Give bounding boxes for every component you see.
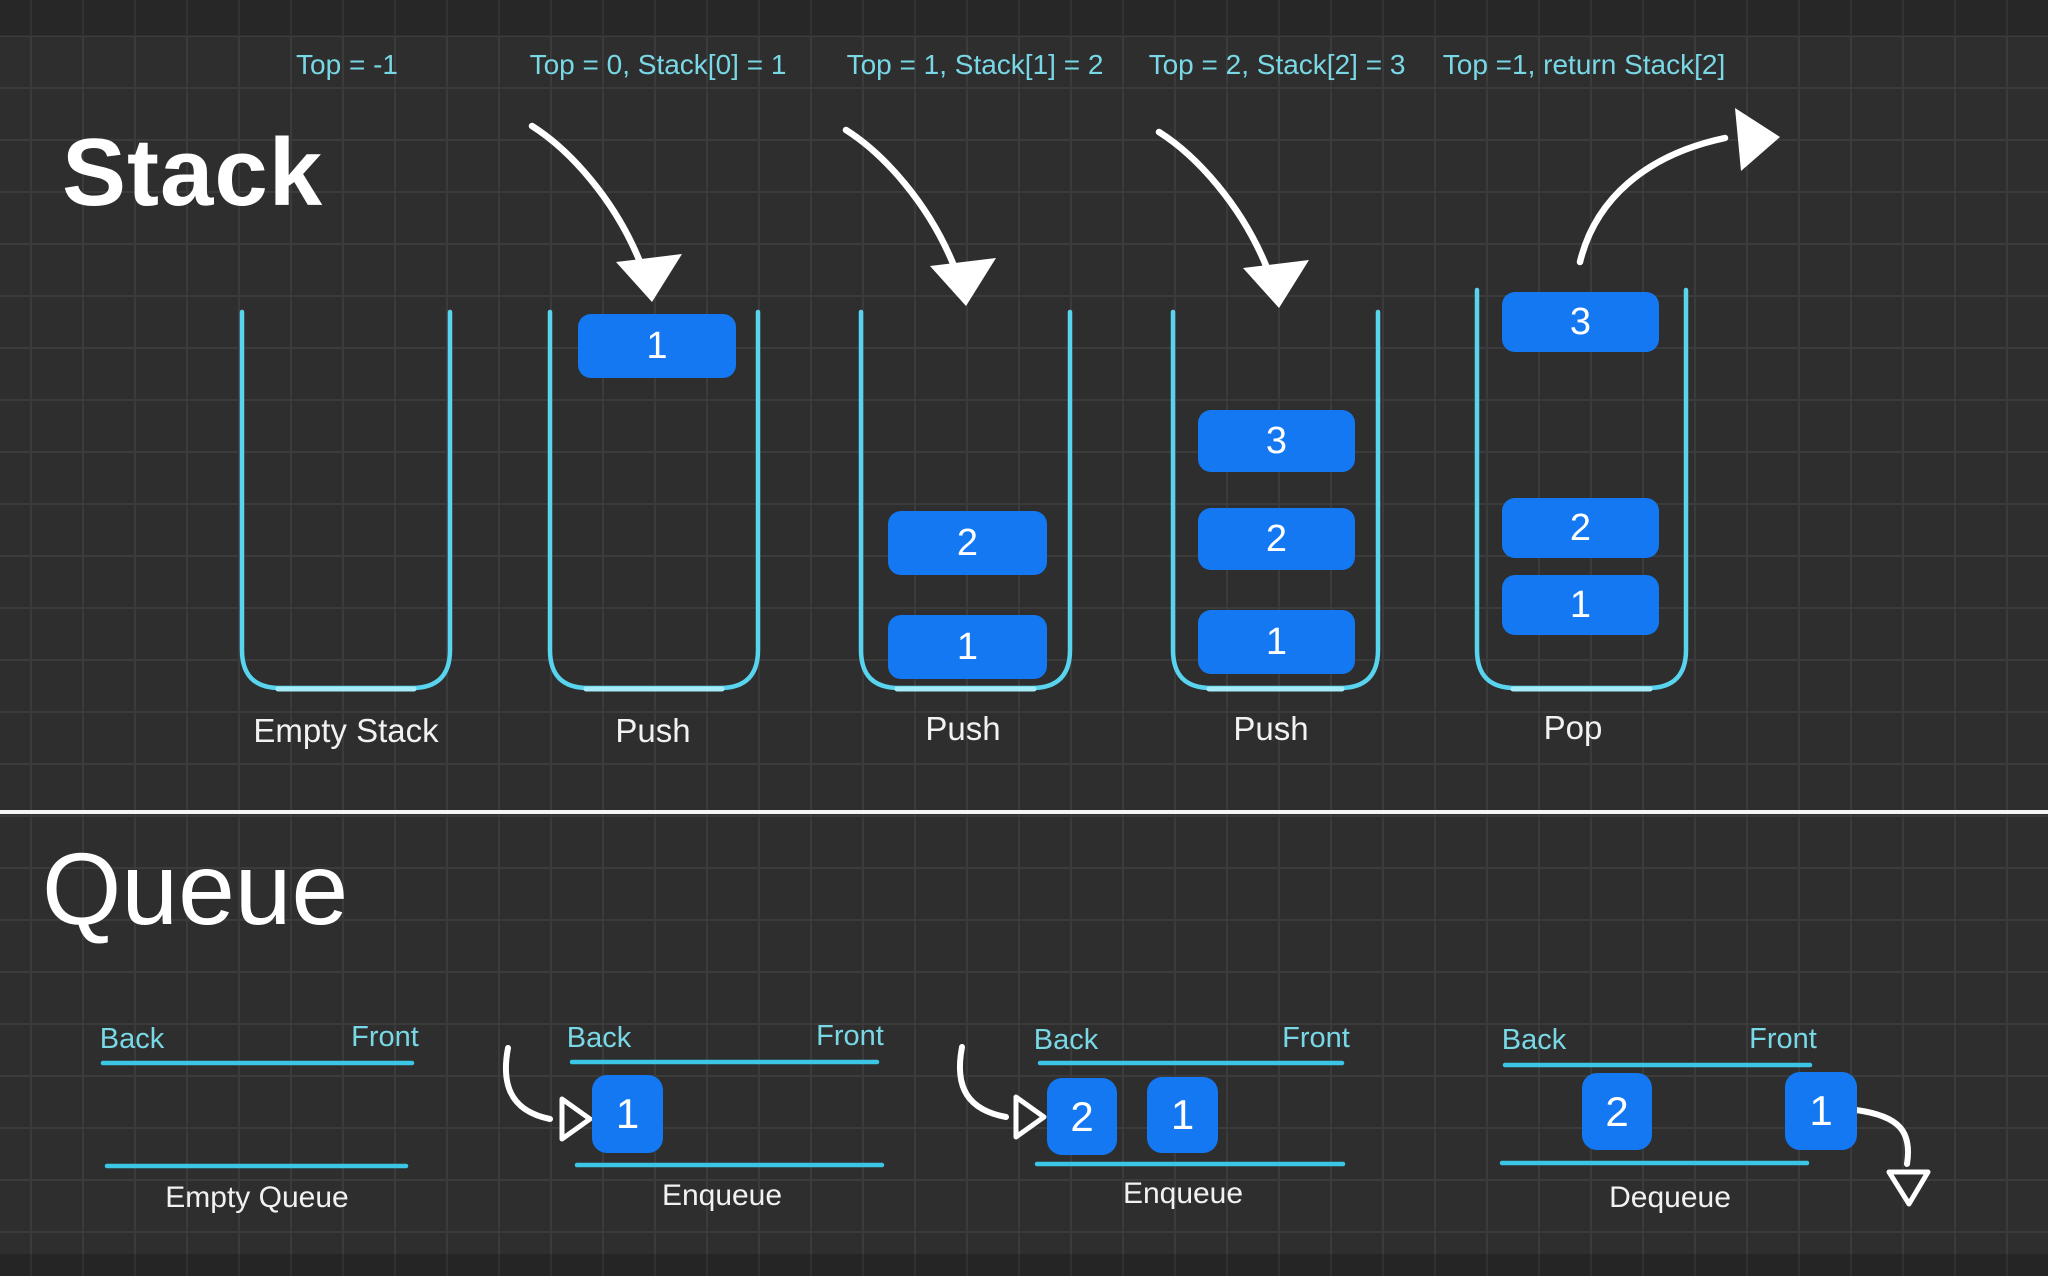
stack-block: 2 [1502,498,1659,558]
enqueue-arrow-1-curve [502,1045,553,1122]
push-arrow-2-curve [842,126,958,270]
queue-caption-1: Enqueue [661,1179,783,1212]
stack-block: 1 [888,615,1047,679]
stack-block: 1 [1502,575,1659,635]
push-arrow-3-curve [1155,128,1271,272]
stack-section-title: Stack [62,119,324,226]
stack-block: 1 [578,314,736,378]
stack-block: 3 [1198,410,1355,472]
queue-back-label-0: Back [99,1023,165,1055]
pop-arrow-head [1735,108,1780,171]
queue-back-label-1: Back [566,1022,632,1054]
enqueue-arrow-2-head [1013,1094,1047,1140]
queue-item: 1 [592,1075,663,1153]
push-arrow-3-head [1243,260,1309,308]
stack-caption-1: Push [615,712,691,749]
stack-annotation-0: Top = -1 [296,49,398,80]
queue-back-label-2: Back [1033,1024,1099,1056]
stack-block: 2 [888,511,1047,575]
queue-caption-3: Dequeue [1609,1181,1731,1214]
stack-annotation-1: Top = 0, Stack[0] = 1 [529,49,787,80]
push-arrow-1-curve [528,122,644,266]
stack-annotation-3: Top = 2, Stack[2] = 3 [1148,49,1406,80]
stack-caption-0: Empty Stack [253,712,439,749]
dequeue-arrow-curve [1853,1107,1911,1167]
stack-caption-2: Push [925,710,1001,747]
queue-item: 1 [1785,1072,1857,1150]
queue-section-title: Queue [42,832,349,946]
queue-caption-2: Enqueue [1122,1177,1244,1210]
push-arrow-1-head [616,254,682,302]
queue-item: 2 [1047,1078,1117,1155]
dequeue-arrow-head [1886,1169,1931,1207]
bottom-shade-band [0,1254,2048,1276]
stack-block: 2 [1198,508,1355,570]
stack-annotation-2: Top = 1, Stack[1] = 2 [846,49,1104,80]
queue-front-label-1: Front [816,1020,884,1052]
queue-front-label-2: Front [1282,1022,1350,1054]
stack-caption-4: Pop [1543,709,1603,746]
push-arrow-2-head [930,258,996,306]
queue-item: 1 [1147,1077,1218,1153]
stack-caption-3: Push [1233,710,1309,747]
stack-container-empty [239,309,453,691]
queue-front-label-0: Front [351,1021,419,1053]
queue-front-label-3: Front [1749,1023,1817,1055]
stack-block: 1 [1198,610,1355,674]
stack-annotation-4: Top =1, return Stack[2] [1442,49,1726,80]
queue-back-label-3: Back [1501,1024,1567,1056]
top-shade-band [0,0,2048,36]
queue-item: 2 [1582,1073,1652,1150]
stack-block: 3 [1502,292,1659,352]
enqueue-arrow-2-curve [956,1044,1009,1120]
pop-arrow-curve [1576,134,1729,266]
queue-caption-0: Empty Queue [165,1181,349,1214]
enqueue-arrow-1-head [559,1096,593,1142]
